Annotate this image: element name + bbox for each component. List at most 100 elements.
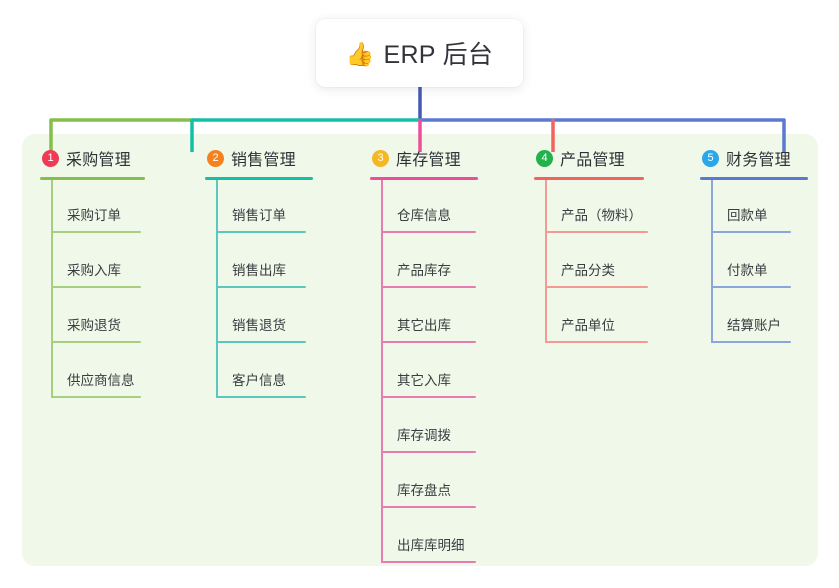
branch-column: 2 销售管理销售订单销售出库销售退货客户信息: [205, 146, 313, 400]
leaf-underline: [545, 286, 648, 288]
leaf-node[interactable]: 销售订单: [205, 180, 313, 235]
branch-underline: [534, 177, 644, 180]
leaf-label: 其它入库: [397, 373, 451, 388]
branch-spine: [711, 180, 713, 343]
leaf-label: 产品库存: [397, 263, 451, 278]
leaf-label: 销售订单: [232, 208, 286, 223]
branch-spine: [545, 180, 547, 343]
thumbs-up-icon: 👍: [345, 40, 375, 67]
leaf-node[interactable]: 产品（物料）: [534, 180, 648, 235]
branch-leaf-list: 销售订单销售出库销售退货客户信息: [205, 180, 313, 400]
leaf-underline: [381, 506, 476, 508]
leaf-label: 采购订单: [67, 208, 121, 223]
branch-column: 5 财务管理回款单付款单结算账户: [700, 146, 808, 345]
leaf-node[interactable]: 付款单: [700, 235, 808, 290]
leaf-label: 产品分类: [561, 263, 615, 278]
leaf-underline: [216, 396, 306, 398]
leaf-node[interactable]: 产品库存: [370, 235, 478, 290]
leaf-underline: [711, 286, 791, 288]
branch-underline: [205, 177, 313, 180]
branch-column: 4 产品管理产品（物料） 产品分类产品单位: [534, 146, 648, 345]
leaf-label: 其它出库: [397, 318, 451, 333]
branch-title: 销售管理: [231, 152, 296, 169]
branch-index-badge: 2: [207, 149, 224, 167]
leaf-label: 仓库信息: [397, 208, 451, 223]
branch-underline: [700, 177, 808, 180]
leaf-label: 销售退货: [232, 318, 286, 333]
leaf-underline: [216, 341, 306, 343]
leaf-underline: [51, 341, 141, 343]
leaf-underline: [216, 231, 306, 233]
leaf-label: 产品单位: [561, 318, 615, 333]
leaf-underline: [381, 561, 476, 563]
branch-leaf-list: 采购订单采购入库采购退货供应商信息: [40, 180, 145, 400]
leaf-underline: [381, 231, 476, 233]
leaf-node[interactable]: 出库库明细: [370, 510, 478, 565]
leaf-label: 出库库明细: [397, 538, 465, 553]
branch-leaf-list: 仓库信息产品库存其它出库其它入库库存调拨库存盘点出库库明细: [370, 180, 478, 565]
branch-header[interactable]: 2 销售管理: [205, 146, 313, 170]
leaf-node[interactable]: 其它入库: [370, 345, 478, 400]
leaf-underline: [711, 231, 791, 233]
leaf-node[interactable]: 库存调拨: [370, 400, 478, 455]
leaf-underline: [381, 341, 476, 343]
leaf-underline: [545, 231, 648, 233]
leaf-underline: [51, 286, 141, 288]
branch-underline: [40, 177, 145, 180]
leaf-underline: [381, 286, 476, 288]
leaf-node[interactable]: 仓库信息: [370, 180, 478, 235]
leaf-node[interactable]: 供应商信息: [40, 345, 145, 400]
leaf-node[interactable]: 其它出库: [370, 290, 478, 345]
leaf-node[interactable]: 产品单位: [534, 290, 648, 345]
leaf-node[interactable]: 销售退货: [205, 290, 313, 345]
branch-title: 财务管理: [726, 152, 791, 169]
branch-leaf-list: 产品（物料） 产品分类产品单位: [534, 180, 648, 345]
leaf-node[interactable]: 采购订单: [40, 180, 145, 235]
leaf-underline: [216, 286, 306, 288]
leaf-label: 产品（物料）: [561, 208, 642, 223]
root-node-card[interactable]: 👍 ERP 后台: [316, 19, 523, 87]
branch-title: 产品管理: [560, 152, 625, 169]
leaf-label: 库存调拨: [397, 428, 451, 443]
leaf-underline: [545, 341, 648, 343]
leaf-node[interactable]: 销售出库: [205, 235, 313, 290]
leaf-label: 回款单: [727, 208, 768, 223]
branch-header[interactable]: 4 产品管理: [534, 146, 644, 170]
branch-spine: [381, 180, 383, 563]
branch-index-badge: 5: [702, 149, 719, 167]
branch-title: 采购管理: [66, 152, 131, 169]
leaf-label: 结算账户: [727, 318, 781, 333]
root-title: ERP 后台: [383, 41, 494, 69]
leaf-node[interactable]: 产品分类: [534, 235, 648, 290]
leaf-label: 供应商信息: [67, 373, 135, 388]
branch-spine: [216, 180, 218, 398]
leaf-label: 付款单: [727, 263, 768, 278]
leaf-node[interactable]: 库存盘点: [370, 455, 478, 510]
leaf-label: 采购退货: [67, 318, 121, 333]
leaf-underline: [381, 396, 476, 398]
leaf-node[interactable]: 客户信息: [205, 345, 313, 400]
leaf-node[interactable]: 结算账户: [700, 290, 808, 345]
branch-leaf-list: 回款单付款单结算账户: [700, 180, 808, 345]
leaf-label: 销售出库: [232, 263, 286, 278]
branch-spine: [51, 180, 53, 398]
branch-underline: [370, 177, 478, 180]
leaf-node[interactable]: 回款单: [700, 180, 808, 235]
branch-title: 库存管理: [396, 152, 461, 169]
leaf-underline: [711, 341, 791, 343]
leaf-label: 库存盘点: [397, 483, 451, 498]
leaf-node[interactable]: 采购入库: [40, 235, 145, 290]
leaf-underline: [51, 231, 141, 233]
branches-panel: [22, 134, 818, 566]
leaf-label: 采购入库: [67, 263, 121, 278]
branch-header[interactable]: 5 财务管理: [700, 146, 808, 170]
leaf-underline: [381, 451, 476, 453]
leaf-underline: [51, 396, 141, 398]
branch-index-badge: 4: [536, 149, 553, 167]
leaf-node[interactable]: 采购退货: [40, 290, 145, 345]
